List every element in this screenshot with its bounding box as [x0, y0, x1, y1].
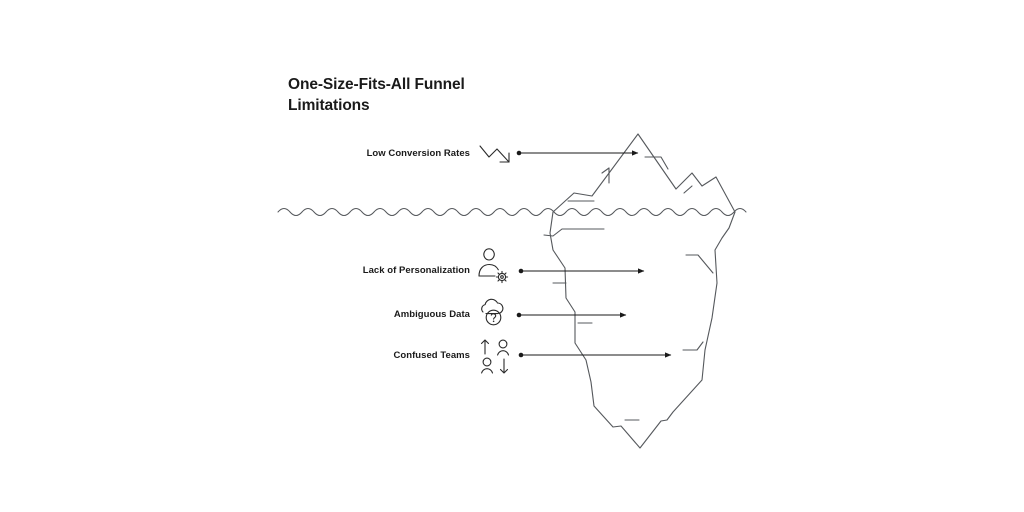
- iceberg-tip-crevasse-4: [683, 185, 693, 194]
- two-people-arrows-icon: [480, 339, 510, 374]
- iceberg-tip-outline: [552, 133, 736, 213]
- label-low-conversion-rates: Low Conversion Rates: [366, 148, 470, 159]
- gear-glyph: [495, 270, 509, 284]
- label-ambiguous-data: Ambiguous Data: [393, 309, 470, 320]
- cloud-question-icon: [481, 298, 504, 326]
- iceberg-submerged-outline: [549, 211, 736, 449]
- iceberg-tip-crevasse-1: [601, 167, 610, 184]
- iceberg-submerged-crevasse-1: [543, 228, 605, 237]
- iceberg-tip-crevasse-2: [644, 156, 669, 170]
- iceberg-submerged-crevasse-2: [685, 254, 714, 274]
- page-title-line-1: One-Size-Fits-All Funnel: [288, 76, 465, 93]
- page-title-line-2: Limitations: [288, 97, 370, 114]
- question-dot: [492, 320, 495, 323]
- connector-ambiguous-data: [516, 312, 627, 318]
- connector-low-conversion-rates: [516, 150, 639, 156]
- person-gear-icon: [478, 248, 509, 284]
- label-lack-of-personalization: Lack of Personalization: [362, 265, 470, 276]
- iceberg-submerged-crevasse-5: [682, 341, 704, 351]
- label-confused-teams: Confused Teams: [393, 350, 470, 361]
- connector-confused-teams: [518, 352, 672, 358]
- connector-lack-of-personalization: [518, 268, 645, 274]
- page-title: One-Size-Fits-All Funnel Limitations: [288, 74, 518, 116]
- iceberg-shape: [543, 133, 736, 449]
- waterline: [277, 208, 747, 216]
- declining-chart-arrow-icon: [479, 145, 510, 163]
